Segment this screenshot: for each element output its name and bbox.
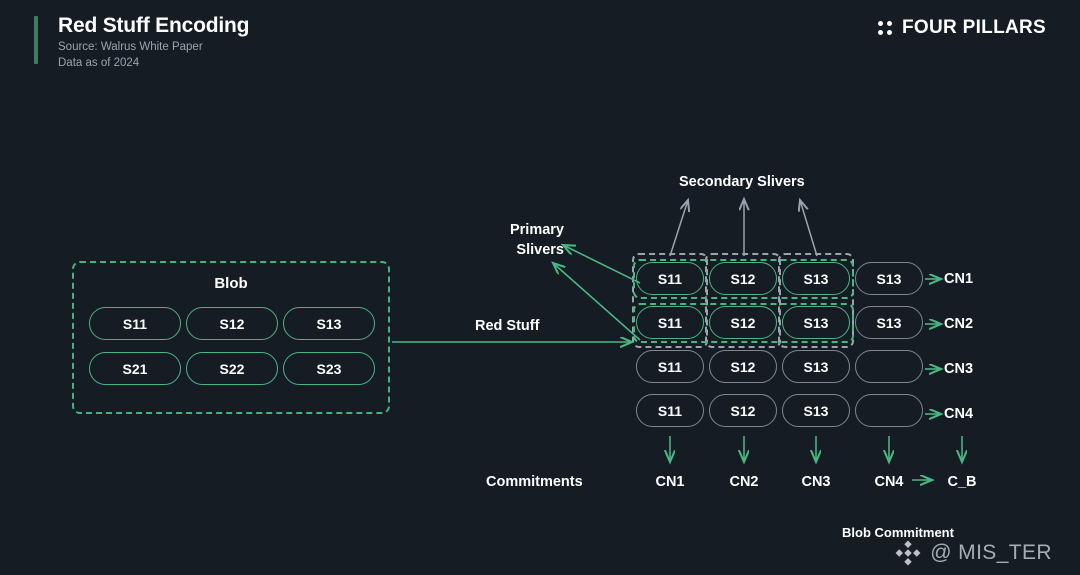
blob-cell: S12 [186,307,278,340]
sliver-cell: S11 [636,350,704,383]
primary-slivers-label-line2: Slivers [516,242,564,258]
page-title: Red Stuff Encoding [58,14,250,37]
primary-slivers-label: Primary Slivers [494,220,564,260]
blob-cell-grid: S11 S12 S13 S21 S22 S23 [89,307,375,385]
blob-title: Blob [214,275,248,292]
sliver-cell: S13 [782,350,850,383]
commitments-label: Commitments [486,474,583,490]
primary-slivers-arrow-row2 [553,263,641,341]
primary-sliver-row-band [633,303,854,343]
diamond-cluster-icon [895,540,921,566]
blob-cell: S11 [89,307,181,340]
blob-cell: S21 [89,352,181,385]
secondary-slivers-arrow-col1 [669,200,688,257]
blob-commitment-label: Blob Commitment [842,525,954,540]
secondary-sliver-column-band [705,253,781,348]
commitment-label: CN4 [874,474,904,490]
header-source: Source: Walrus White Paper [58,41,203,53]
blob-cell: S23 [283,352,375,385]
sliver-cell: S12 [709,350,777,383]
sliver-cell: S13 [855,306,923,339]
sliver-cell: S12 [709,394,777,427]
sliver-cell-empty [855,394,923,427]
red-stuff-label: Red Stuff [475,318,540,334]
sliver-cell: S11 [636,306,704,339]
primary-slivers-arrow-row1 [563,245,641,284]
storage-node-label: CN2 [944,316,974,332]
sliver-cell: S12 [709,306,777,339]
sliver-cell: S11 [636,262,704,295]
brand-name: FOUR PILLARS [902,17,1046,38]
sliver-cell-empty [855,350,923,383]
secondary-slivers-label: Secondary Slivers [679,174,805,190]
primary-sliver-row-band [633,259,854,299]
blob-container: Blob S11 S12 S13 S21 S22 S23 [72,261,390,414]
sliver-cell: S13 [782,394,850,427]
four-dots-icon [878,21,892,35]
secondary-slivers-arrow-col3 [800,200,818,257]
encoded-sliver-grid: S11 S12 S13 S13 S11 S12 S13 S13 S11 S12 … [636,262,923,427]
brand-logo: FOUR PILLARS [878,17,1046,39]
sliver-cell: S13 [855,262,923,295]
sliver-cell: S11 [636,394,704,427]
blob-cell: S13 [283,307,375,340]
header-accent-bar [34,16,38,64]
watermark-handle: @ MIS_TER [930,541,1052,564]
commitment-label: CN1 [655,474,685,490]
sliver-cell: S12 [709,262,777,295]
header-data-date: Data as of 2024 [58,57,140,69]
commitment-label: CN2 [729,474,759,490]
blob-commitment-value: C_B [947,474,977,490]
primary-slivers-label-line1: Primary [509,222,564,238]
commitment-label: CN3 [801,474,831,490]
blob-cell: S22 [186,352,278,385]
storage-node-label: CN3 [944,361,974,377]
sliver-cell: S13 [782,262,850,295]
watermark: @ MIS_TER [894,539,1052,567]
sliver-cell: S13 [782,306,850,339]
storage-node-label: CN4 [944,406,974,422]
storage-node-label: CN1 [944,271,974,287]
